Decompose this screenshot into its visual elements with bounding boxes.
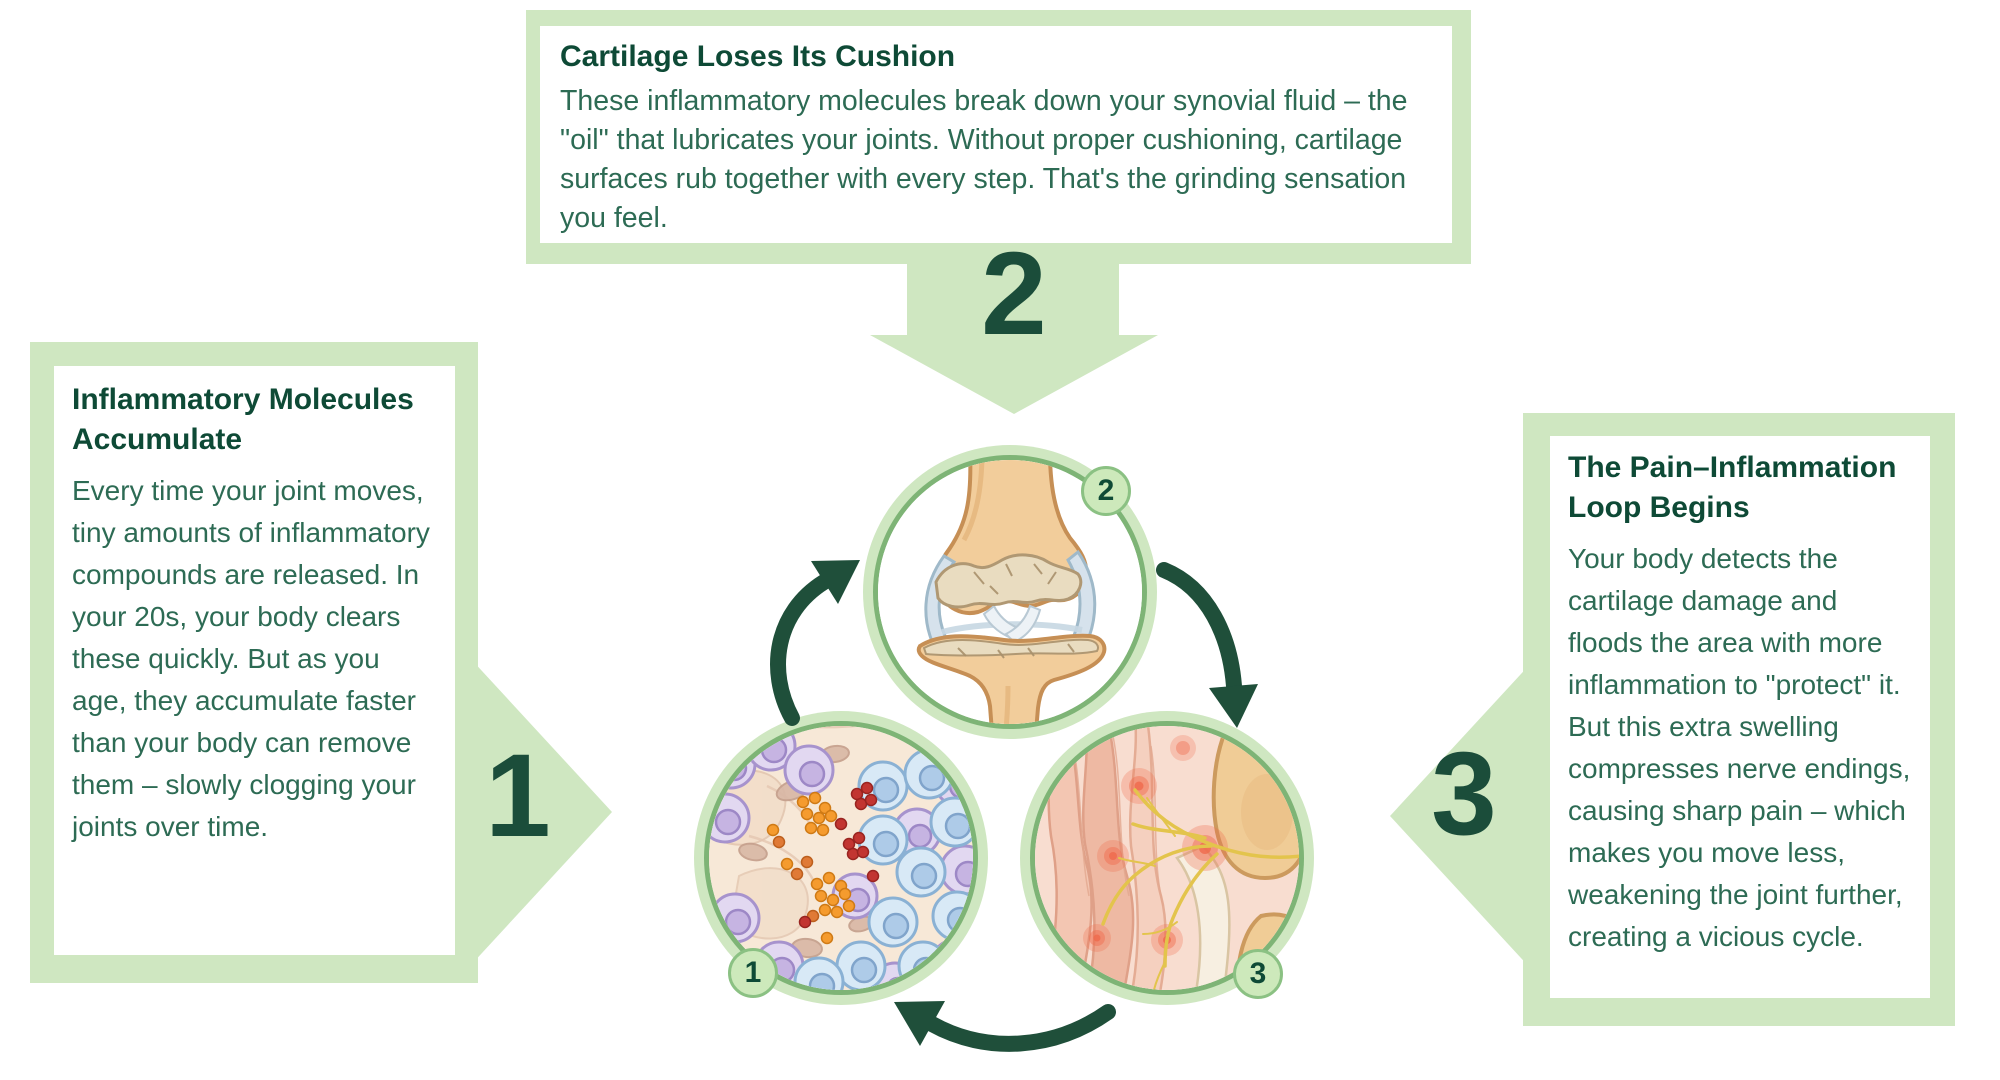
cycle-arrow-1-to-2-icon [770,560,860,726]
cycle-step-3-circle [1035,726,1299,990]
step-1-callout-card: Inflammatory Molecules Accumulate Every … [54,366,455,955]
step-1-badge: 1 [728,948,778,998]
step-3-description: Your body detects the cartilage damage a… [1568,543,1911,952]
step-3-callout-card: The Pain–Inflammation Loop Begins Your b… [1550,436,1930,998]
step-1-callout-panel: Inflammatory Molecules Accumulate Every … [30,342,478,983]
cycle-arrow-3-to-1-icon [894,1001,1116,1052]
step-1-description: Every time your joint moves, tiny amount… [72,475,430,842]
step-2-description: These inflammatory molecules break down … [560,85,1408,234]
step-2-number: 2 [981,228,1047,360]
step-3-callout-panel: The Pain–Inflammation Loop Begins Your b… [1523,413,1955,1026]
cycle-step-1-circle [709,726,973,990]
step-1-title: Inflammatory Molecules Accumulate [72,383,414,456]
step-3-badge: 3 [1233,949,1283,999]
step-3-title: The Pain–Inflammation Loop Begins [1568,451,1897,524]
knee-joint-cartilage-illustration [878,460,1142,724]
step-2-callout-card: Cartilage Loses Its Cushion These inflam… [540,26,1452,243]
cycle-arrow-2-to-3-icon [1156,562,1258,728]
step-3-number: 3 [1431,728,1497,860]
nerve-endings-inflammation-illustration [1035,726,1299,990]
step-2-callout-panel: Cartilage Loses Its Cushion These inflam… [526,10,1471,264]
synovial-tissue-cells-illustration [709,726,973,990]
step-2-badge: 2 [1081,466,1131,516]
step-1-number: 1 [485,730,551,862]
step-2-title: Cartilage Loses Its Cushion [560,40,956,73]
